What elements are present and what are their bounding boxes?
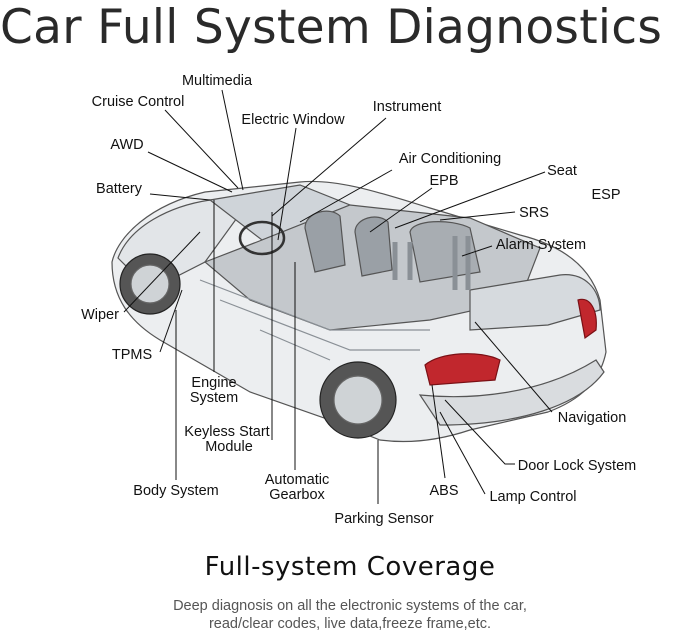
rear-seat [409,221,481,283]
label-lamp-control: Lamp Control [489,489,577,505]
label-engine-system-line1: Engine [191,375,237,391]
leader-battery [149,193,211,201]
label-door-lock-system: Door Lock System [517,458,637,474]
label-navigation: Navigation [557,410,627,426]
rear-bumper [418,359,605,426]
label-parking-sensor: Parking Sensor [334,511,434,527]
coverage-description: Deep diagnosis on all the electronic sys… [0,597,700,633]
label-electric-window: Electric Window [241,112,345,128]
leader-abs [431,384,446,479]
tail-light [424,353,501,386]
tail-light-right [577,298,597,340]
label-automatic-gearbox-line1: Automatic [264,472,330,488]
leader-cruise-control [164,109,239,189]
label-instrument: Instrument [372,99,442,115]
label-epb: EPB [429,173,459,189]
label-cruise-control: Cruise Control [91,94,185,110]
car-trunk [469,274,601,331]
label-engine-system-line2: System [189,390,239,406]
label-keyless-start-line1: Keyless Start [184,424,270,440]
steering-wheel [238,220,286,256]
leader-lamp-control [439,411,486,495]
description-line-2: read/clear codes, live data,freeze frame… [208,616,492,632]
front-seat [304,210,346,273]
description-line-1: Deep diagnosis on all the electronic sys… [173,598,527,614]
label-alarm-system: Alarm System [495,237,587,253]
leader-epb [369,187,433,233]
label-abs: ABS [429,483,459,499]
leader-awd [147,151,233,193]
label-body-system: Body System [133,483,219,499]
label-air-conditioning: Air Conditioning [398,151,502,167]
leader-tpms [159,289,183,353]
front-seat-2 [354,216,393,277]
leader-air-conditioning [299,169,393,223]
label-seat: Seat [547,163,577,179]
label-automatic-gearbox-line2: Gearbox [269,487,325,503]
car-illustration [111,180,607,443]
label-esp: ESP [591,187,621,203]
leader-alarm-system [461,245,493,257]
label-awd: AWD [110,137,144,153]
label-battery: Battery [96,181,142,197]
leader-instrument [271,117,387,217]
leader-wiper [123,231,201,313]
label-srs: SRS [519,205,549,221]
label-tpms: TPMS [111,347,153,363]
label-multimedia: Multimedia [181,73,253,89]
leader-seat [394,171,546,229]
leader-srs [439,211,516,221]
leader-lines [123,89,553,504]
coverage-title: Full-system Coverage [204,552,496,582]
page-title: Car Full System Diagnostics [0,0,663,55]
label-wiper: Wiper [81,307,119,323]
leader-electric-window [277,127,297,241]
label-keyless-start-line2: Module [205,439,253,455]
leader-navigation [474,321,553,413]
leader-door-lock-system [444,399,515,465]
leader-multimedia [221,89,244,191]
